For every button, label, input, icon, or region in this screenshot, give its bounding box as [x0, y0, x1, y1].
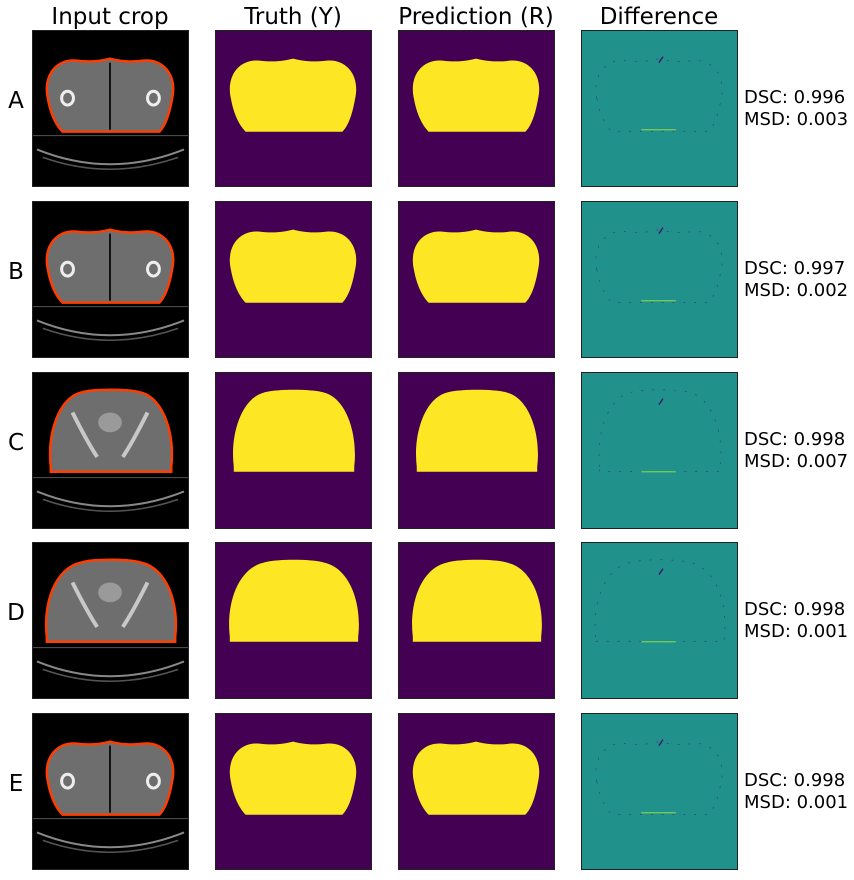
- row-label: C: [7, 430, 25, 456]
- prediction-image-c: [398, 372, 555, 529]
- row-label: E: [8, 771, 24, 797]
- truth-image-d: [215, 542, 372, 699]
- dsc-value: DSC: 0.997: [744, 258, 846, 279]
- difference-image-c: [581, 372, 738, 529]
- dsc-value: DSC: 0.996: [744, 87, 846, 108]
- msd-value: MSD: 0.002: [744, 280, 849, 301]
- msd-value: MSD: 0.001: [744, 792, 849, 813]
- msd-value: MSD: 0.003: [744, 109, 849, 130]
- dsc-value: DSC: 0.998: [744, 599, 846, 620]
- column-title-prediction: Prediction (R): [398, 4, 554, 30]
- row-label: A: [8, 88, 24, 114]
- truth-image-c: [215, 372, 372, 529]
- prediction-image-b: [398, 201, 555, 358]
- prediction-image-e: [398, 713, 555, 870]
- msd-value: MSD: 0.001: [744, 621, 849, 642]
- truth-image-b: [215, 201, 372, 358]
- dsc-value: DSC: 0.998: [744, 770, 846, 791]
- row-label: D: [7, 600, 25, 626]
- input-image-c: [32, 372, 189, 529]
- input-image-e: [32, 713, 189, 870]
- msd-value: MSD: 0.007: [744, 451, 849, 472]
- prediction-image-a: [398, 30, 555, 187]
- row-label: B: [8, 259, 24, 285]
- input-image-d: [32, 542, 189, 699]
- input-image-a: [32, 30, 189, 187]
- input-image-b: [32, 201, 189, 358]
- column-title-truth: Truth (Y): [244, 4, 342, 30]
- difference-image-b: [581, 201, 738, 358]
- dsc-value: DSC: 0.998: [744, 429, 846, 450]
- difference-image-e: [581, 713, 738, 870]
- column-title-difference: Difference: [599, 4, 719, 30]
- truth-image-e: [215, 713, 372, 870]
- prediction-image-d: [398, 542, 555, 699]
- truth-image-a: [215, 30, 372, 187]
- difference-image-a: [581, 30, 738, 187]
- column-title-input-crop: Input crop: [51, 4, 169, 30]
- difference-image-d: [581, 542, 738, 699]
